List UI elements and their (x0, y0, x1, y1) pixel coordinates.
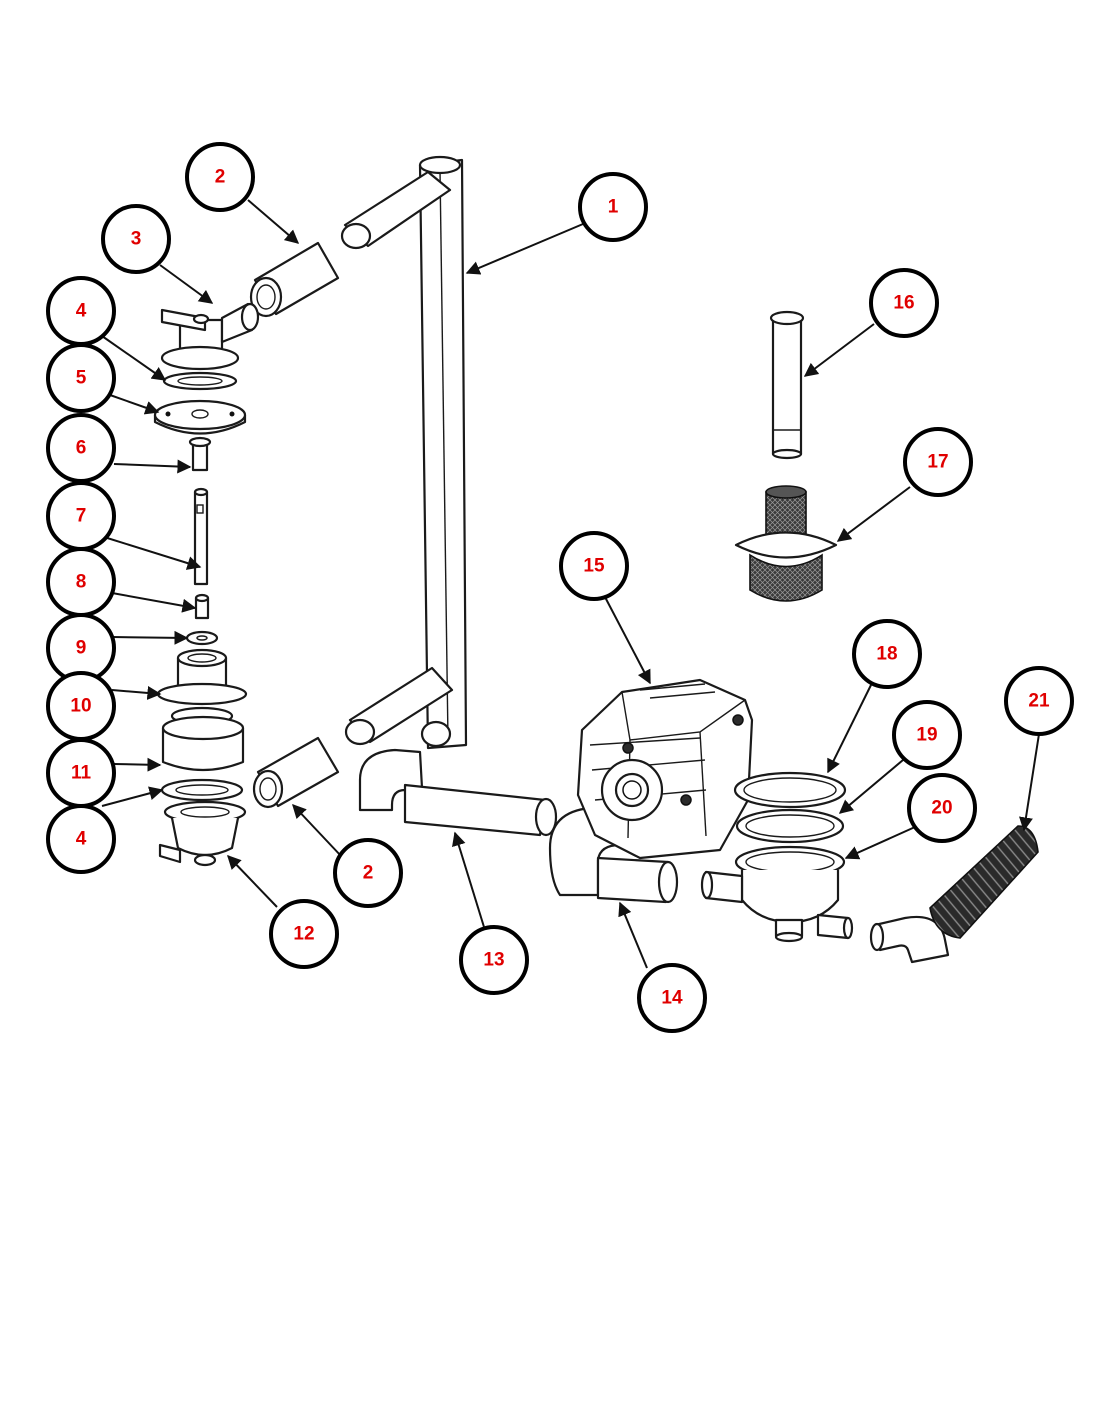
callout-19: 19 (892, 700, 962, 770)
part-4-upper-gasket (162, 371, 238, 391)
callout-label: 18 (876, 644, 897, 665)
callout-label: 20 (931, 798, 952, 819)
callout-2-lower: 2 (333, 838, 403, 908)
callout-10: 10 (46, 671, 116, 741)
callout-label: 5 (76, 368, 87, 389)
part-18-seal-ring (733, 771, 847, 809)
callout-17: 17 (903, 427, 973, 497)
part-5-flange (153, 399, 247, 435)
part-1-return-pipe (340, 155, 468, 750)
part-13-elbow-pipe (358, 748, 558, 837)
part-11-housing (161, 715, 245, 772)
part-3-valve-body (160, 302, 260, 371)
callout-label: 17 (927, 452, 948, 473)
callout-11: 11 (46, 738, 116, 808)
callout-8: 8 (46, 547, 116, 617)
callout-label: 21 (1028, 691, 1050, 712)
callout-4-lower: 4 (46, 804, 116, 874)
part-8-sleeve (194, 593, 210, 620)
leader-lines (101, 199, 1040, 969)
callout-label: 4 (76, 829, 87, 850)
callout-bubbles: 1 2 2 3 4 4 5 6 7 8 9 10 11 12 13 14 15 … (46, 142, 1074, 1033)
callout-label: 12 (293, 924, 314, 945)
callout-14: 14 (637, 963, 707, 1033)
callout-12: 12 (269, 899, 339, 969)
part-16-overflow-tube (769, 310, 805, 460)
part-19-seal-ring (735, 808, 845, 844)
callout-label: 19 (916, 725, 937, 746)
callout-5: 5 (46, 343, 116, 413)
part-15-pump-motor (576, 678, 754, 860)
part-2-upper-coupling (249, 241, 340, 318)
callout-3: 3 (101, 204, 171, 274)
callout-6: 6 (46, 413, 116, 483)
part-4-lower-gasket (160, 778, 244, 802)
part-12-base-inlet (158, 800, 247, 867)
callout-label: 14 (661, 988, 683, 1009)
callout-7: 7 (46, 481, 116, 551)
callout-label: 4 (76, 301, 87, 322)
part-20-drain-body (700, 845, 854, 943)
callout-15: 15 (559, 531, 629, 601)
part-10-bushing (156, 648, 248, 726)
callout-label: 9 (76, 638, 87, 659)
callout-label: 13 (483, 950, 504, 971)
callout-21: 21 (1004, 666, 1074, 736)
callout-16: 16 (869, 268, 939, 338)
part-2-lower-coupling (252, 736, 340, 809)
callout-label: 8 (76, 572, 87, 593)
callout-label: 2 (363, 863, 374, 884)
callout-2-upper: 2 (185, 142, 255, 212)
callout-label: 6 (76, 438, 87, 459)
callout-13: 13 (459, 925, 529, 995)
callout-label: 3 (131, 229, 142, 250)
parts-drawing (153, 155, 1039, 964)
callout-label: 2 (215, 167, 226, 188)
callout-label: 7 (76, 506, 87, 527)
part-9-washer (185, 630, 219, 646)
callout-18: 18 (852, 619, 922, 689)
callout-label: 15 (583, 556, 605, 577)
callout-20: 20 (907, 773, 977, 843)
callout-label: 16 (893, 293, 914, 314)
callout-label: 11 (71, 763, 92, 784)
part-7-long-shaft (193, 487, 209, 586)
part-17-strainer (734, 485, 838, 602)
part-6-shaft (188, 436, 212, 472)
callout-label: 10 (70, 696, 91, 717)
callout-4-upper: 4 (46, 276, 116, 346)
callout-label: 1 (608, 197, 619, 218)
callout-1: 1 (578, 172, 648, 242)
part-21-drain-hose (869, 825, 1039, 964)
